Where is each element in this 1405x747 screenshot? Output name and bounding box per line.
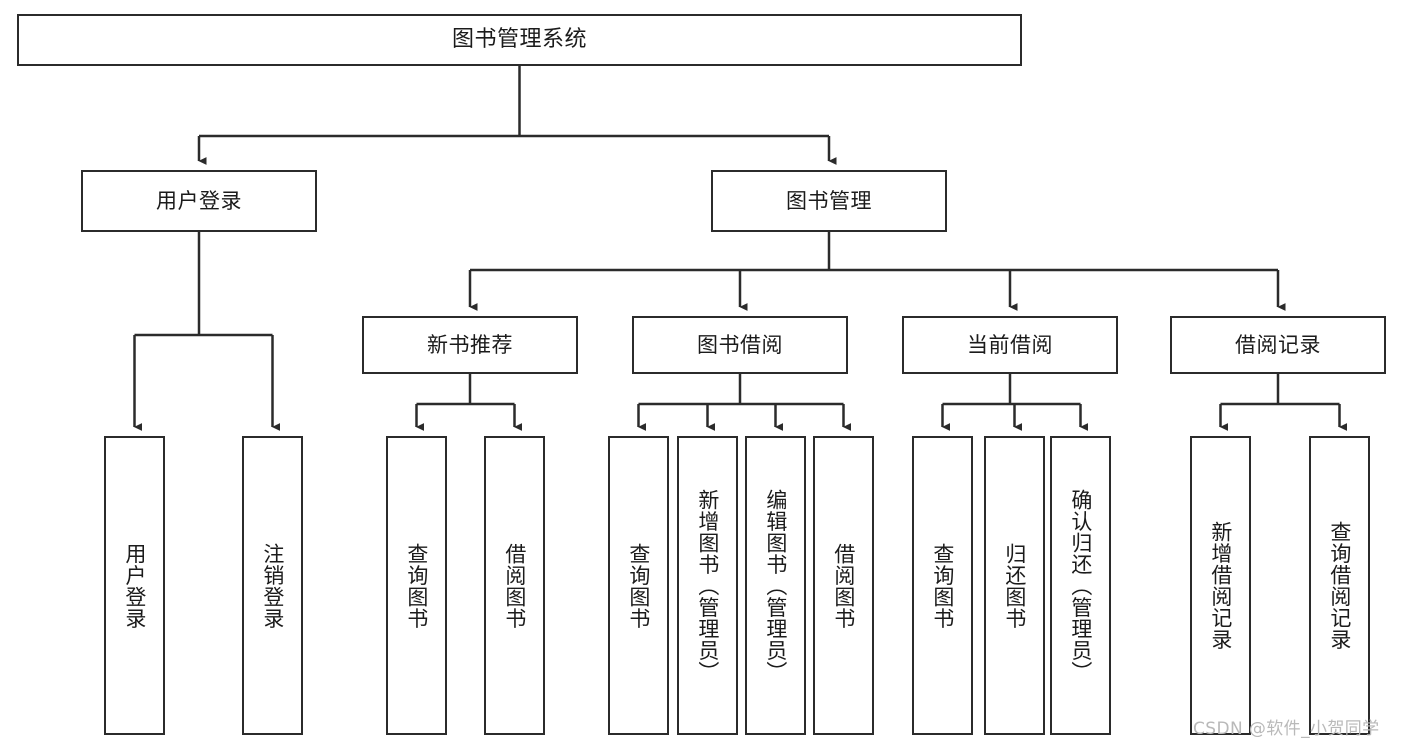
node-label: 归还图书 [1002,542,1027,629]
node-leaf-br-add[interactable]: 新增借阅记录 [1190,436,1251,735]
node-label: 用户登录 [122,542,147,629]
node-book-manage[interactable]: 图书管理 [711,170,947,232]
node-label: 图书管理 [786,188,872,213]
node-leaf-cb-return[interactable]: 归还图书 [984,436,1045,735]
node-book-borrow[interactable]: 图书借阅 [632,316,848,374]
node-leaf-rec-query[interactable]: 查询图书 [386,436,447,735]
node-label: 借阅图书 [831,542,856,629]
node-label: 查询图书 [930,542,955,629]
node-label: 新增图书（管理员） [695,488,720,683]
node-label: 图书管理系统 [451,27,587,53]
node-new-book-rec[interactable]: 新书推荐 [362,316,578,374]
node-user-login[interactable]: 用户登录 [81,170,317,232]
node-current-borrow[interactable]: 当前借阅 [902,316,1118,374]
node-leaf-bb-add[interactable]: 新增图书（管理员） [677,436,738,735]
node-label: 当前借阅 [967,332,1053,357]
node-leaf-br-query[interactable]: 查询借阅记录 [1309,436,1370,735]
node-borrow-record[interactable]: 借阅记录 [1170,316,1386,374]
node-label: 确认归还（管理员） [1068,488,1093,683]
node-leaf-user-login[interactable]: 用户登录 [104,436,165,735]
node-label: 查询图书 [404,542,429,629]
node-label: 编辑图书（管理员） [763,488,788,683]
node-label: 新增借阅记录 [1208,521,1233,650]
watermark-text: CSDN @软件_小贺同学 [1193,719,1380,739]
node-leaf-bb-borrow[interactable]: 借阅图书 [813,436,874,735]
node-leaf-logout[interactable]: 注销登录 [242,436,303,735]
node-label: 查询图书 [626,542,651,629]
node-label: 查询借阅记录 [1327,521,1352,650]
node-label: 图书借阅 [697,332,783,357]
node-leaf-bb-edit[interactable]: 编辑图书（管理员） [745,436,806,735]
node-leaf-cb-confirm[interactable]: 确认归还（管理员） [1050,436,1111,735]
node-label: 新书推荐 [427,332,513,357]
node-root[interactable]: 图书管理系统 [17,14,1022,66]
node-leaf-bb-query[interactable]: 查询图书 [608,436,669,735]
node-label: 借阅图书 [502,542,527,629]
node-leaf-cb-query[interactable]: 查询图书 [912,436,973,735]
node-label: 用户登录 [156,188,242,213]
node-leaf-rec-borrow[interactable]: 借阅图书 [484,436,545,735]
node-label: 注销登录 [260,542,285,629]
node-label: 借阅记录 [1235,332,1321,357]
